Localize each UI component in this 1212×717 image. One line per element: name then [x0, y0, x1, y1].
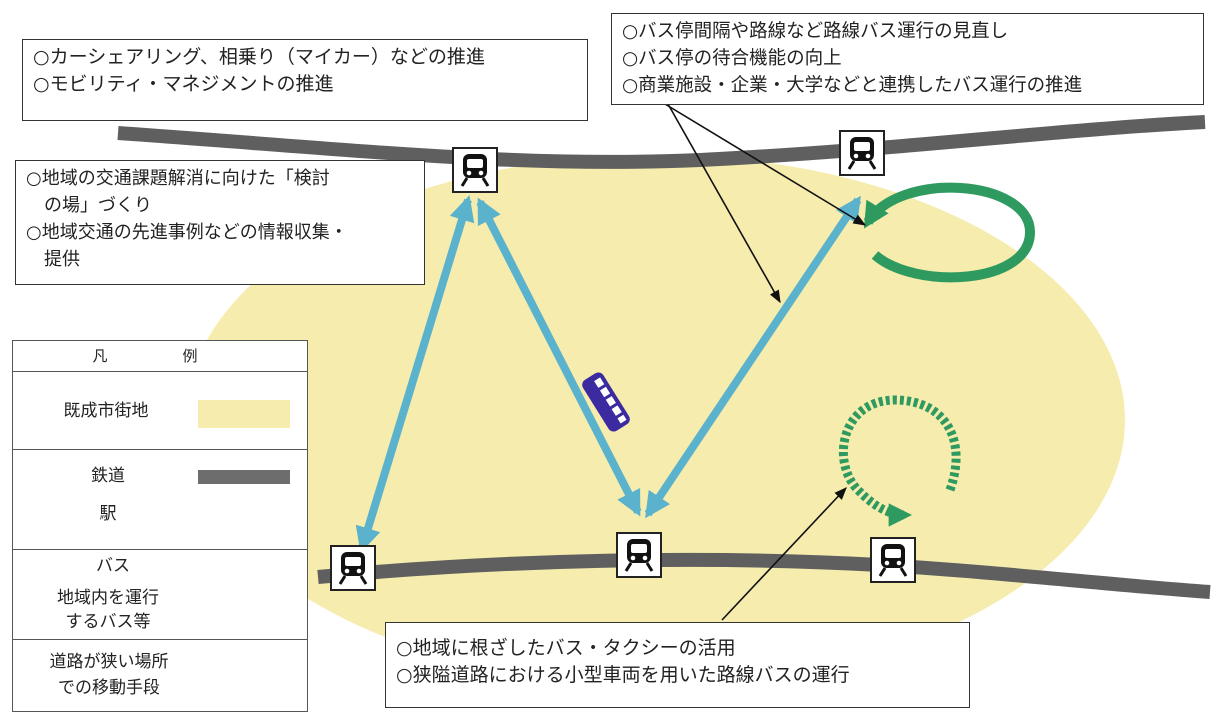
bus-route-2 — [476, 197, 642, 517]
leader-line — [664, 103, 867, 226]
legend-row-narrow: 道路が狭い場所 での移動手段 — [13, 639, 307, 712]
legend-narrow-label-2: での移動手段 — [58, 678, 160, 698]
legend-railway-swatch — [198, 470, 290, 484]
legend-railway-label: 鉄道 — [91, 466, 125, 486]
legend-bus-label: バス — [96, 556, 130, 576]
station-icon — [452, 147, 498, 193]
callout-line: ○バス停の待合機能の向上 — [622, 48, 842, 69]
legend-title: 凡 例 — [92, 347, 228, 365]
legend-station-label: 駅 — [99, 504, 117, 524]
loop-arrow-icon — [863, 182, 1036, 283]
callout-line: ○モビリティ・マネジメントの推進 — [33, 73, 334, 95]
legend-row-bus: バス 地域内を運行 するバス等 — [13, 549, 307, 640]
callout-top-left: ○カーシェアリング、相乗り（マイカー）などの推進 ○モビリティ・マネジメントの推… — [22, 39, 588, 121]
callout-line: 提供 — [26, 249, 80, 270]
legend-narrow-label-1: 道路が狭い場所 — [49, 652, 169, 672]
legend-row-urban: 既成市街地 — [13, 371, 307, 450]
bus-route-1 — [355, 195, 475, 553]
callout-top-right: ○バス停間隔や路線など路線バス運行の見直し ○バス停の待合機能の向上 ○商業施設… — [611, 13, 1204, 105]
railway-top — [117, 115, 1206, 169]
railway-bottom — [317, 552, 1211, 599]
leader-line — [667, 103, 781, 304]
station-icon — [839, 130, 885, 176]
legend-urban-swatch — [198, 400, 290, 428]
callout-line: ○狭隘道路における小型車両を用いた路線バスの運行 — [396, 664, 850, 686]
legend: 凡 例 既成市街地 鉄道 駅 バス 地域内を運行 するバス等 道路が狭い場所 で… — [12, 340, 308, 712]
callout-line: ○地域交通の先進事例などの情報収集・ — [26, 222, 348, 243]
dashed-loop-arrow-icon — [838, 395, 961, 527]
legend-local-bus-label-2: するバス等 — [65, 612, 151, 632]
legend-row-rail: 鉄道 駅 — [13, 449, 307, 550]
callout-line: ○商業施設・企業・大学などと連携したバス運行の推進 — [622, 75, 1083, 96]
bus-icon — [582, 372, 630, 432]
legend-local-bus-label-1: 地域内を運行 — [57, 588, 159, 608]
callout-mid-left: ○地域の交通課題解消に向けた「検討 の場」づくり ○地域交通の先進事例などの情報… — [15, 160, 425, 285]
callout-line: ○カーシェアリング、相乗り（マイカー）などの推進 — [33, 46, 485, 68]
legend-urban-label: 既成市街地 — [63, 401, 149, 421]
leader-line — [721, 487, 847, 621]
callout-bottom: ○地域に根ざしたバス・タクシーの活用 ○狭隘道路における小型車両を用いた路線バス… — [385, 622, 970, 708]
callout-line: の場」づくり — [26, 195, 152, 216]
station-icon — [870, 537, 916, 583]
callout-line: ○地域の交通課題解消に向けた「検討 — [26, 168, 330, 189]
bus-route-3 — [644, 195, 862, 519]
station-icon — [330, 545, 376, 591]
callout-line: ○地域に根ざしたバス・タクシーの活用 — [396, 637, 736, 659]
callout-line: ○バス停間隔や路線など路線バス運行の見直し — [622, 21, 1009, 42]
station-icon — [616, 532, 662, 578]
